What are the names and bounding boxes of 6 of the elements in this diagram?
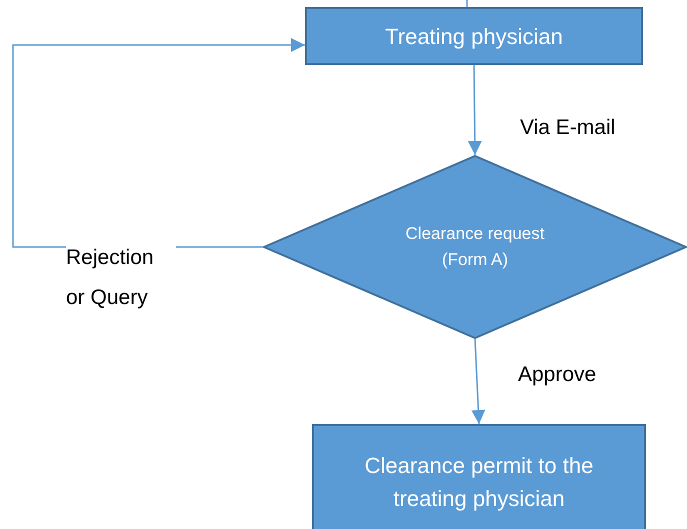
process-box: Clearance permit to the treating physician <box>312 424 646 529</box>
node-text: Clearance request (Form A) <box>404 223 546 271</box>
arrow <box>468 65 482 155</box>
arrow <box>471 338 486 424</box>
process-box: Treating physician <box>305 7 643 65</box>
connector-line <box>466 0 468 7</box>
